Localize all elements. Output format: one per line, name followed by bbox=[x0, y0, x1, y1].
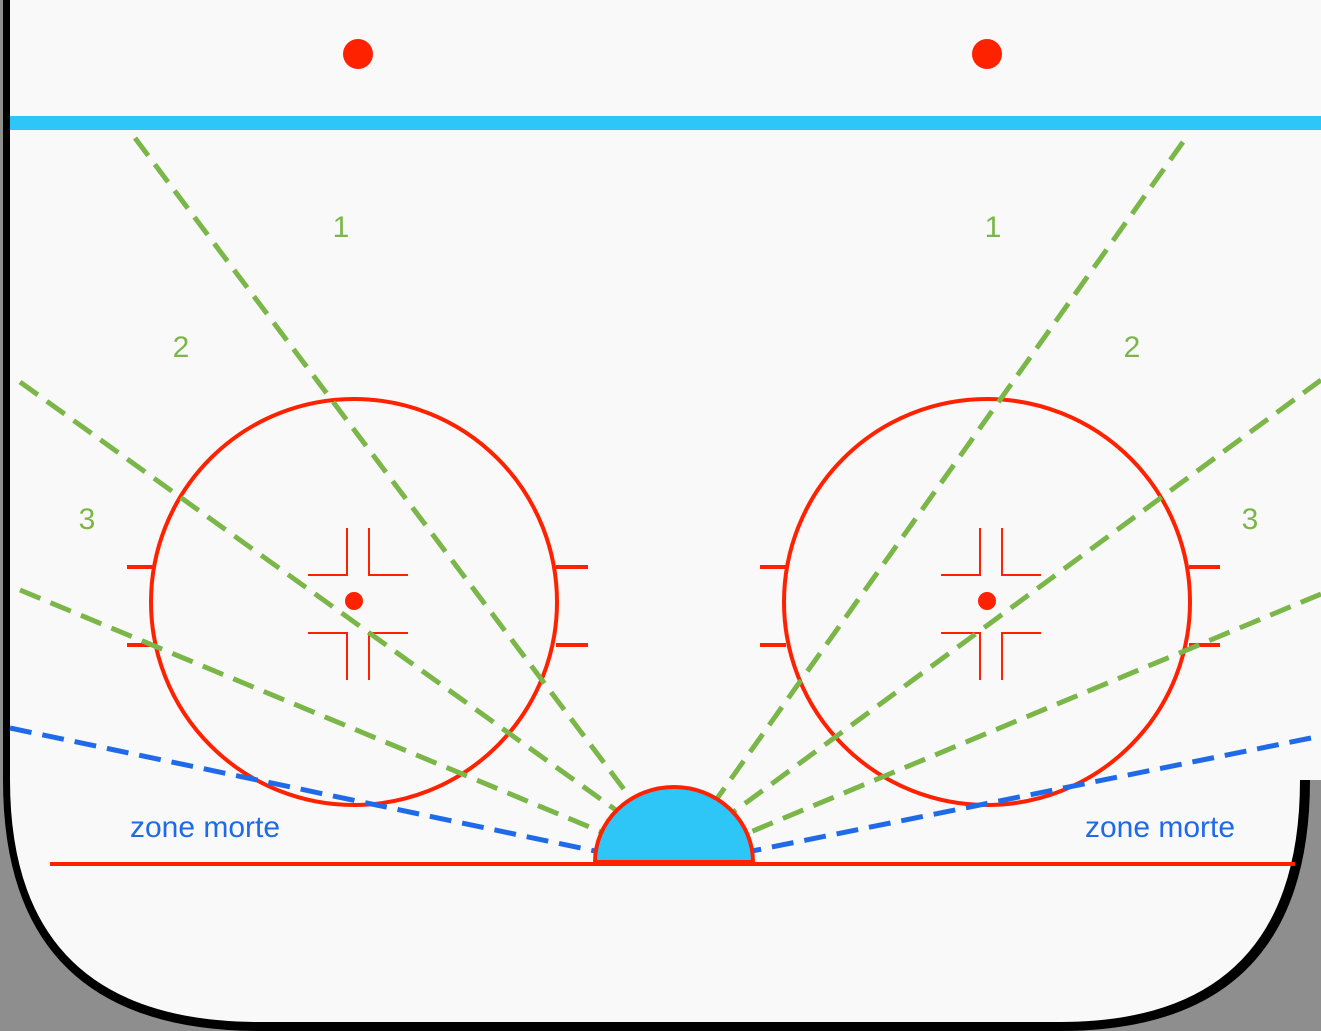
left-zone-2-label: 2 bbox=[173, 331, 190, 364]
neutral-faceoff-dot-right bbox=[972, 39, 1002, 69]
lane-right-3 bbox=[747, 591, 1321, 836]
right-zone-3-label: 3 bbox=[1242, 503, 1259, 536]
dead-zone-line-right bbox=[751, 735, 1312, 854]
right-faceoff-dot bbox=[978, 592, 996, 610]
goal-crease bbox=[592, 785, 756, 864]
lane-left-2 bbox=[18, 379, 622, 816]
neutral-faceoff-dot-left bbox=[343, 39, 373, 69]
shooting-lanes bbox=[18, 136, 1321, 836]
left-zone-3-label: 3 bbox=[79, 503, 96, 536]
lane-left-1 bbox=[133, 136, 634, 802]
left-zone-1-label: 1 bbox=[333, 211, 350, 244]
lane-left-3 bbox=[19, 587, 605, 836]
left-faceoff-dot bbox=[345, 592, 363, 610]
ice-surface bbox=[10, 0, 1321, 1022]
blue-line bbox=[10, 116, 1321, 130]
right-zone-2-label: 2 bbox=[1124, 331, 1141, 364]
left-faceoff-circle bbox=[127, 397, 588, 807]
dead-zone-lines bbox=[9, 725, 1312, 854]
lane-right-1 bbox=[713, 140, 1186, 802]
right-zone-1-label: 1 bbox=[985, 211, 1002, 244]
left-dead-zone-label: zone morte bbox=[130, 811, 280, 844]
lane-right-2 bbox=[730, 377, 1321, 816]
dead-zone-line-left bbox=[9, 725, 596, 854]
right-dead-zone-label: zone morte bbox=[1085, 811, 1235, 844]
